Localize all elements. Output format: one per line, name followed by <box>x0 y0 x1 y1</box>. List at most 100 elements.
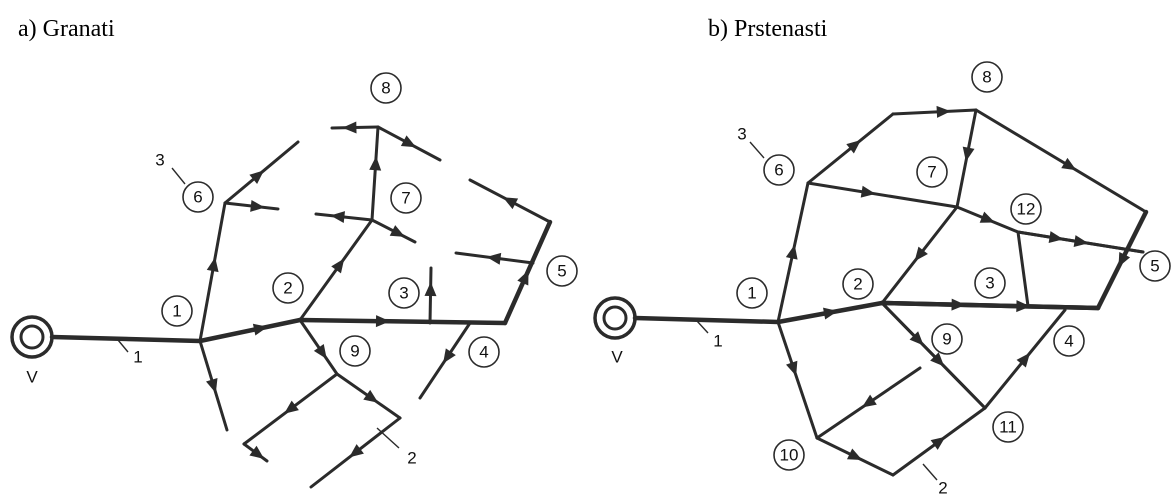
node-a-8-number: 8 <box>381 79 390 98</box>
flow-arrow <box>375 315 390 328</box>
source-label-b: V <box>611 348 623 367</box>
flow-arrow <box>951 298 966 311</box>
flow-arrow <box>400 135 417 148</box>
pipe-edge <box>776 320 819 440</box>
pipe-label-1: 1 <box>133 348 142 367</box>
node-b-8-circle <box>971 61 1003 93</box>
node-b-7-circle <box>916 156 948 188</box>
node-a-6-circle <box>182 181 214 213</box>
pipe-label-2: 2 <box>938 479 947 494</box>
flow-arrow <box>331 258 345 274</box>
node-b-7-number: 7 <box>927 163 936 182</box>
flow-arrow <box>443 348 456 364</box>
flow-arrow <box>250 199 265 212</box>
pipe-edge <box>880 301 987 410</box>
node-a-5-number: 5 <box>557 262 566 281</box>
node-a-2-circle <box>272 272 304 304</box>
flow-arrow <box>861 394 877 408</box>
pipe-edge <box>370 125 380 222</box>
node-a-9-number: 9 <box>350 342 359 361</box>
flow-arrow <box>284 400 299 414</box>
flow-arrow <box>486 252 502 265</box>
pipe-label-2: 2 <box>407 449 416 468</box>
flow-arrow <box>1061 157 1077 171</box>
pipe-edge <box>1016 230 1145 254</box>
source-label-a: V <box>26 368 38 387</box>
flow-arrow <box>909 331 924 346</box>
flow-arrow <box>1016 352 1031 368</box>
flow-arrow <box>962 146 975 162</box>
pipe-edge <box>879 300 1101 311</box>
node-b-11-circle <box>992 411 1024 443</box>
node-b-5-circle <box>1139 250 1171 282</box>
leader-line <box>117 339 129 353</box>
flow-arrow <box>206 257 219 273</box>
node-b-1-number: 1 <box>747 284 756 303</box>
node-a-2-number: 2 <box>283 279 292 298</box>
node-b-12-circle <box>1010 193 1042 225</box>
node-b-2-circle <box>842 268 874 300</box>
main-pipe <box>49 334 203 344</box>
flow-arrow <box>914 246 928 262</box>
flow-arrow <box>424 282 437 297</box>
pipe-label-3: 3 <box>737 125 746 144</box>
node-b-3-number: 3 <box>985 274 994 293</box>
flow-arrow <box>1118 251 1131 268</box>
flow-arrow <box>1048 231 1064 243</box>
node-b-6-circle <box>763 154 795 186</box>
flow-arrow <box>363 389 379 403</box>
pipe-edge <box>891 108 978 116</box>
node-b-11-number: 11 <box>999 418 1017 437</box>
node-a-6-number: 6 <box>193 188 202 207</box>
flow-arrow <box>252 323 268 336</box>
pipe-edge <box>197 317 303 344</box>
node-b-8-number: 8 <box>982 68 991 87</box>
pipe-edge <box>298 318 339 376</box>
flow-arrow <box>502 197 519 210</box>
node-b-6-number: 6 <box>774 161 783 180</box>
node-b-9-circle <box>931 323 963 355</box>
flow-arrow <box>786 360 798 376</box>
flow-arrow <box>369 156 382 171</box>
node-a-1-circle <box>161 295 193 327</box>
pipe-edge <box>297 317 508 326</box>
flow-arrow <box>823 307 838 320</box>
leader-line <box>171 167 186 185</box>
pipe-edge <box>298 218 374 322</box>
flow-arrow <box>785 244 798 260</box>
node-a-8-circle <box>370 72 402 104</box>
flow-arrow <box>349 444 364 458</box>
flow-arrow <box>846 448 863 461</box>
flow-arrow <box>930 436 946 450</box>
node-b-10-number: 10 <box>780 446 799 465</box>
node-a-9-circle <box>339 335 371 367</box>
node-a-7-number: 7 <box>401 189 410 208</box>
node-a-3-circle <box>388 277 420 309</box>
flow-arrow <box>342 121 357 134</box>
node-b-3-circle <box>974 267 1006 299</box>
leader-line <box>749 141 765 159</box>
node-a-7-circle <box>390 182 422 214</box>
flow-arrow <box>249 445 265 459</box>
node-b-5-number: 5 <box>1150 257 1159 276</box>
source-b-inner <box>602 305 628 331</box>
node-b-10-circle <box>773 439 805 471</box>
node-b-4-circle <box>1053 325 1085 357</box>
node-b-1-circle <box>736 277 768 309</box>
flow-arrow <box>846 140 861 154</box>
flow-arrow <box>517 270 529 286</box>
node-a-1-number: 1 <box>172 302 181 321</box>
pipe-edge <box>806 181 959 209</box>
node-b-4-number: 4 <box>1064 332 1073 351</box>
flow-arrow <box>313 344 327 359</box>
heading-a: a) Granati <box>18 16 115 42</box>
heading-b: b) Prstenasti <box>708 16 828 42</box>
node-b-2-number: 2 <box>853 275 862 294</box>
leader-line <box>696 320 709 334</box>
flow-arrow <box>860 185 876 198</box>
main-pipe <box>632 315 781 325</box>
pipe-edge <box>974 108 1148 214</box>
